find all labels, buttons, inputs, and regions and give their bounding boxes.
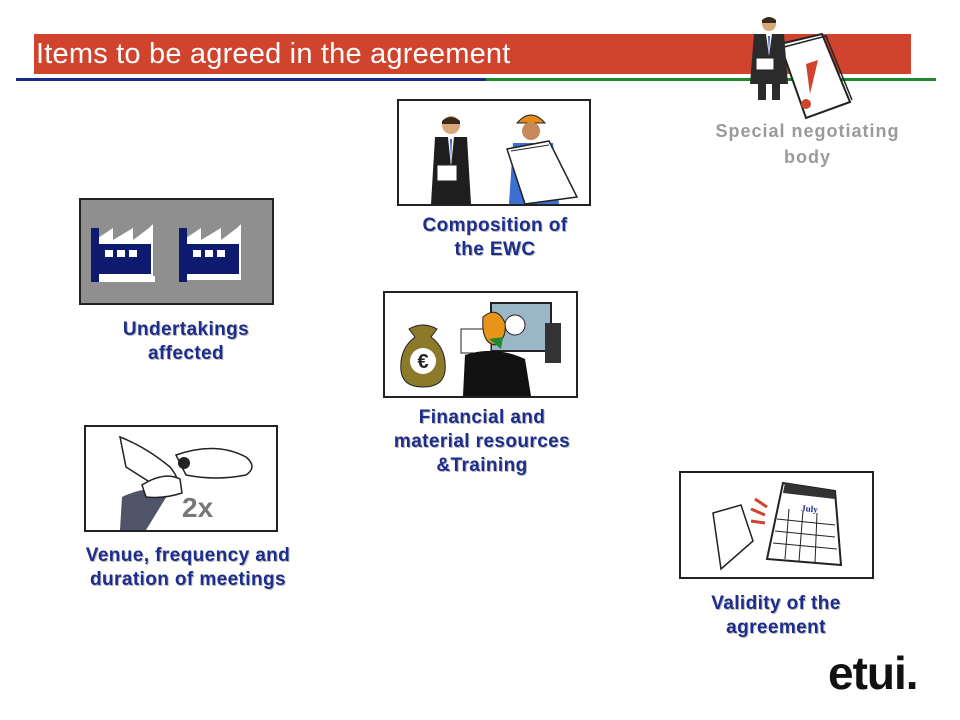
office-worker-icon (460, 302, 561, 396)
special-body-clipart (740, 14, 860, 124)
calendar-icon (712, 481, 843, 571)
wristwatch-icon (118, 435, 253, 530)
financial-image: € (383, 291, 578, 398)
undertakings-label: Undertakings affected (122, 319, 250, 364)
factory-icon (179, 224, 241, 282)
times-overlay: 2x (182, 492, 214, 523)
composition-image (397, 99, 591, 206)
venue-image: 2x (84, 425, 278, 532)
financial-label: Financial and material resources &Traini… (393, 407, 571, 476)
composition-label: Composition of the EWC (422, 215, 568, 260)
factory-icon (91, 224, 155, 282)
money-bag-icon: € (400, 324, 446, 388)
validity-label: Validity of the agreement (711, 593, 841, 638)
warning-document-icon (778, 32, 853, 120)
validity-image: July (679, 471, 874, 579)
businessman-icon (750, 17, 788, 100)
page-title: Items to be agreed in the agreement (36, 38, 511, 70)
svg-text:€: € (417, 351, 428, 373)
calendar-month: July (801, 503, 819, 514)
worker-icon (506, 114, 579, 204)
undertakings-image (79, 198, 274, 305)
venue-label: Venue, frequency and duration of meeting… (85, 545, 291, 590)
special-body-label: Special negotiating body (715, 121, 900, 167)
etui-logo: etui. (828, 647, 919, 699)
businessman-icon (431, 116, 471, 204)
header-rule-green (486, 78, 936, 81)
header-rule-blue (16, 78, 486, 81)
